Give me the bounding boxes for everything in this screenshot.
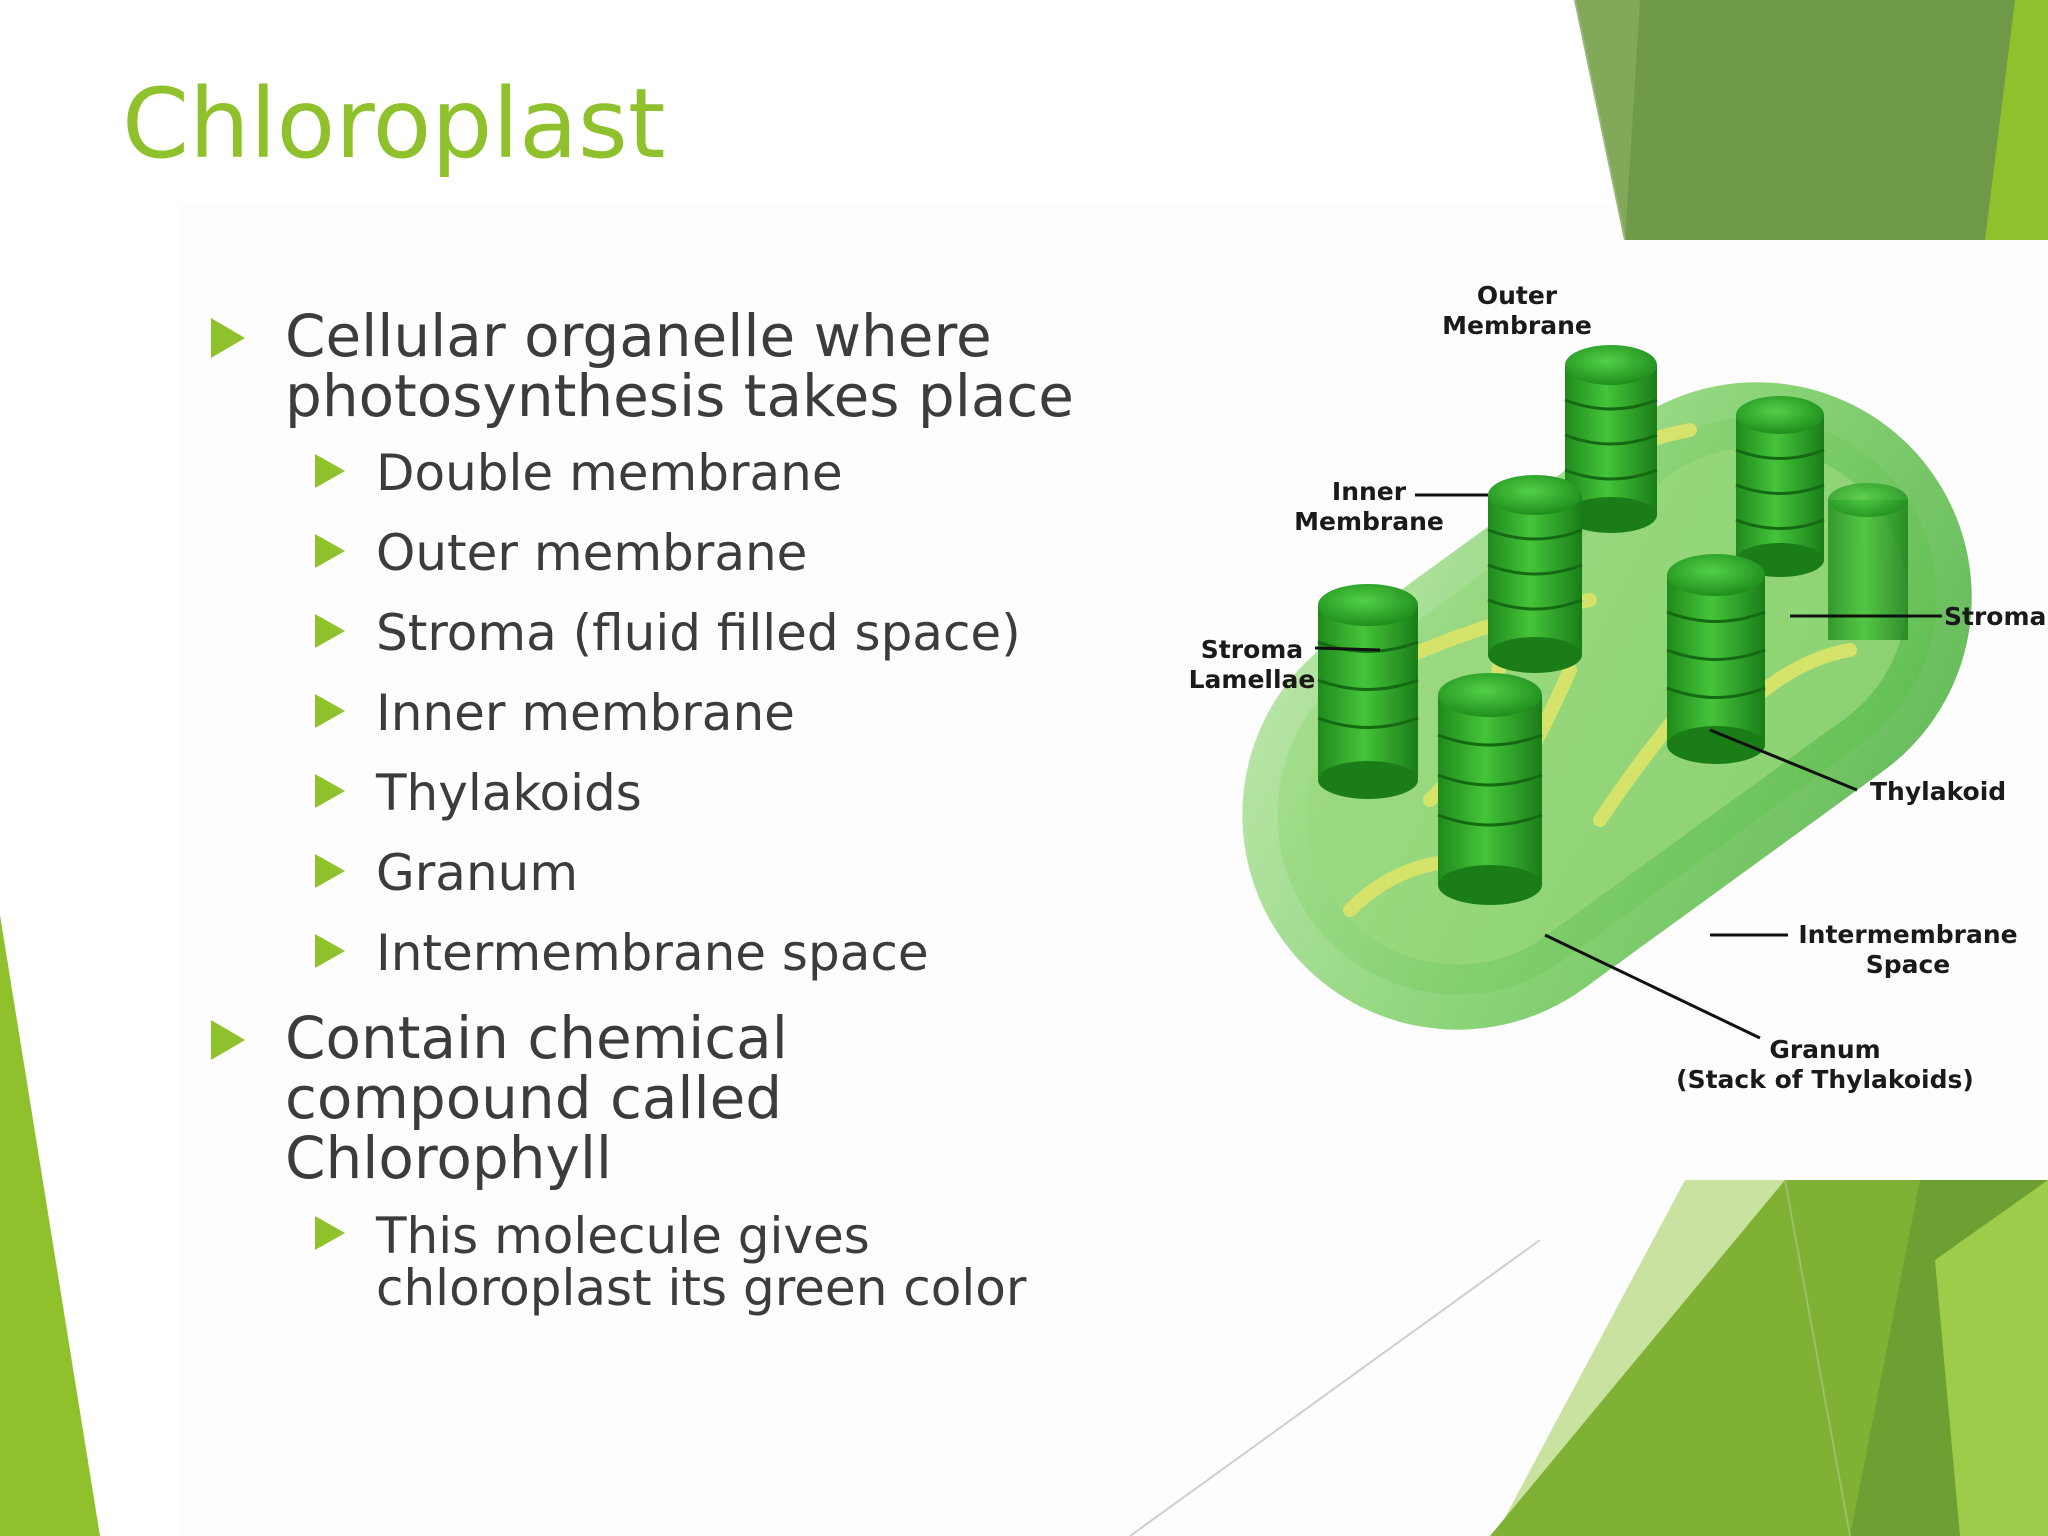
granum-stack [1735,396,1825,577]
chloroplast-illustration: Outer Membrane Inner Membrane Stroma Lam… [1189,281,2047,1094]
bullet-arrow-icon [315,614,345,648]
facet-thin-line [1129,1239,1541,1536]
bullet-arrow-icon [315,854,345,888]
label-inner-membrane-2: Membrane [1294,507,1444,536]
bullet-list: Cellular organelle where photosynthesis … [208,306,1108,1344]
label-stroma-lamellae-2: Lamellae [1189,665,1316,694]
bullet-arrow-icon [315,694,345,728]
bullet-line: compound called [285,1064,783,1132]
sub-bullet-text: Inner membrane [376,684,795,742]
bullet-arrow-icon [315,1216,345,1250]
bullet-line: Cellular organelle where [285,302,992,370]
bullet-arrow-icon [211,318,245,358]
facet-top-shade [1575,0,1640,240]
sub-bullet-line: This molecule gives [376,1207,870,1265]
granum-stack [1317,584,1419,799]
label-granum-2: (Stack of Thylakoids) [1676,1065,1974,1094]
facet-bottom-bright [1935,1180,2048,1536]
sub-bullet-intermembrane-space: Intermembrane space [208,928,1108,978]
sub-bullet-line: chloroplast its green color [376,1259,1027,1317]
sub-bullet-text: Outer membrane [376,524,808,582]
bullet-line: photosynthesis takes place [285,362,1074,430]
sub-bullet-outer-membrane: Outer membrane [208,528,1108,578]
bullet-cellular-organelle: Cellular organelle where photosynthesis … [208,306,1108,426]
sub-bullet-granum: Granum [208,848,1108,898]
chloroplast-diagram: Outer Membrane Inner Membrane Stroma Lam… [1170,240,2048,1180]
leader-lines [1314,493,1942,1040]
sub-bullet-inner-membrane: Inner membrane [208,688,1108,738]
sub-bullet-text: Granum [376,844,579,902]
sub-bullet-text: Intermembrane space [376,924,929,982]
label-outer-membrane-1: Outer [1477,281,1558,310]
sub-bullet-thylakoids: Thylakoids [208,768,1108,818]
bullet-arrow-icon [315,774,345,808]
label-stroma-lamellae-1: Stroma [1201,635,1303,664]
bullet-arrow-icon [211,1020,245,1060]
facet-top-line [1574,0,1626,241]
sub-bullet-double-membrane: Double membrane [208,448,1108,498]
granum-stack [1564,345,1658,533]
bullet-line: Contain chemical [285,1004,788,1072]
granum-stack [1487,475,1583,673]
label-stroma: Stroma [1944,602,2046,631]
facet-left [0,915,100,1536]
label-outer-membrane-2: Membrane [1442,311,1592,340]
label-intermembrane-space-1: Intermembrane [1798,920,2017,949]
sub-bullet-stroma: Stroma (fluid filled space) [208,608,1108,658]
slide-title: Chloroplast [122,68,666,180]
bullet-line: Chlorophyll [285,1124,613,1192]
granum-stack [1437,673,1543,905]
bullet-chlorophyll: Contain chemical compound called Chlorop… [208,1008,1108,1188]
facet-edge-line [1784,1179,1851,1536]
label-thylakoid: Thylakoid [1870,777,2006,806]
label-intermembrane-space-2: Space [1866,950,1951,979]
sub-bullet-text: Thylakoids [376,764,642,822]
sub-bullet-text: Stroma (fluid filled space) [376,604,1021,662]
label-granum-1: Granum [1769,1035,1880,1064]
bullet-arrow-icon [315,934,345,968]
facet-top-dark [1575,0,2048,240]
granum-stacks [1317,345,1908,905]
bullet-arrow-icon [315,454,345,488]
sub-bullet-green-color: This molecule gives chloroplast its gree… [208,1210,1108,1314]
bullet-arrow-icon [315,534,345,568]
granum-stack [1666,554,1766,764]
label-inner-membrane-1: Inner [1332,477,1407,506]
sub-bullet-text: Double membrane [376,444,843,502]
facet-top-bright [1985,0,2048,240]
